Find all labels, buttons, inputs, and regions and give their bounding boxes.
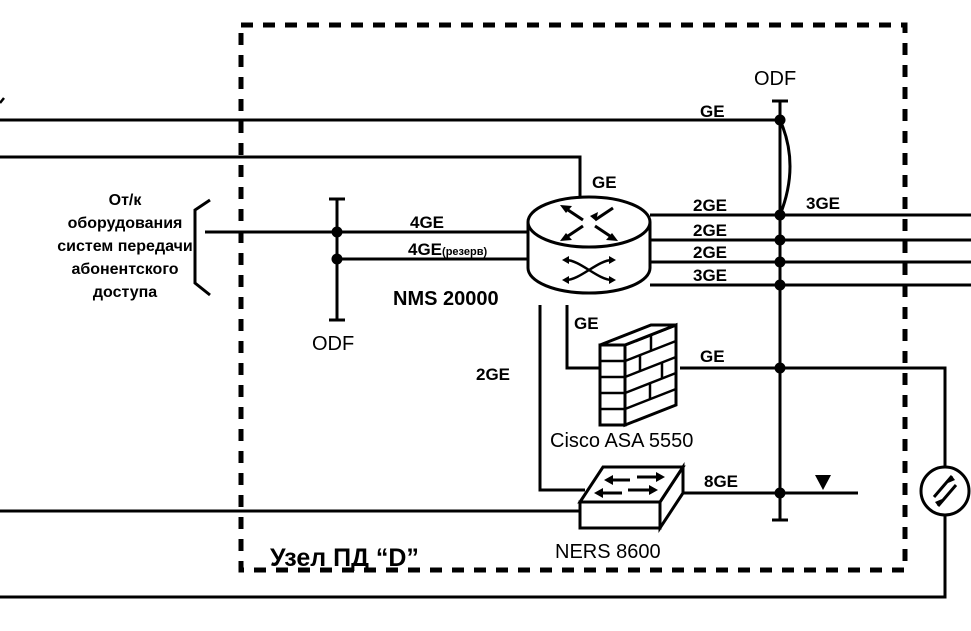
label-fw-out: GE [700, 347, 725, 366]
label-odf-out: 3GE [806, 194, 840, 213]
source-label-line-1: От/к [109, 192, 143, 209]
label-router-fw: GE [574, 314, 599, 333]
odf-right-port-3 [774, 256, 786, 268]
label-router-out-1: 2GE [693, 196, 727, 215]
label-router-up: GE [592, 173, 617, 192]
label-router-out-4: 3GE [693, 266, 727, 285]
label-router-out-2: 2GE [693, 221, 727, 240]
odf-right-port-2 [774, 234, 786, 246]
label-uplink-top: GE [700, 102, 725, 121]
label-router-switch: 2GE [476, 365, 510, 384]
switch-label: NERS 8600 [555, 541, 661, 563]
link-router-fw [565, 305, 600, 370]
link-router-up [0, 155, 582, 205]
link-bottom-loop [0, 515, 947, 599]
odf-patch-cord [778, 119, 792, 216]
node-boundary [238, 22, 908, 573]
source-label-line-5: доступа [93, 284, 157, 301]
label-access-reserve: 4GE(резерв) [408, 240, 487, 259]
link-router-switch [538, 305, 585, 492]
odf-right-port-1 [774, 209, 786, 221]
odf-left-label: ODF [312, 333, 354, 355]
node-title: Узел ПД “D” [270, 544, 419, 572]
source-bracket [193, 198, 211, 297]
triangle-marker [815, 475, 831, 490]
odf-right-port-4 [774, 279, 786, 291]
router-icon [526, 195, 652, 295]
link-fw-out [680, 366, 947, 466]
firewall-label: Cisco ASA 5550 [550, 430, 693, 452]
tick-mark [0, 97, 5, 104]
router-label: NMS 20000 [393, 288, 499, 310]
odf-right-label: ODF [754, 68, 796, 90]
source-label-line-3: систем передачи [57, 238, 192, 255]
firewall-icon [598, 322, 678, 428]
source-label-line-4: абонентского [71, 261, 178, 278]
odf-right-port-top [774, 114, 786, 126]
switch-icon [577, 461, 686, 534]
label-switch-out: 8GE [704, 472, 738, 491]
label-access-main: 4GE [410, 213, 444, 232]
source-label-line-2: оборудования [68, 215, 183, 232]
transceiver-icon [919, 465, 971, 517]
label-router-out-3: 2GE [693, 243, 727, 262]
